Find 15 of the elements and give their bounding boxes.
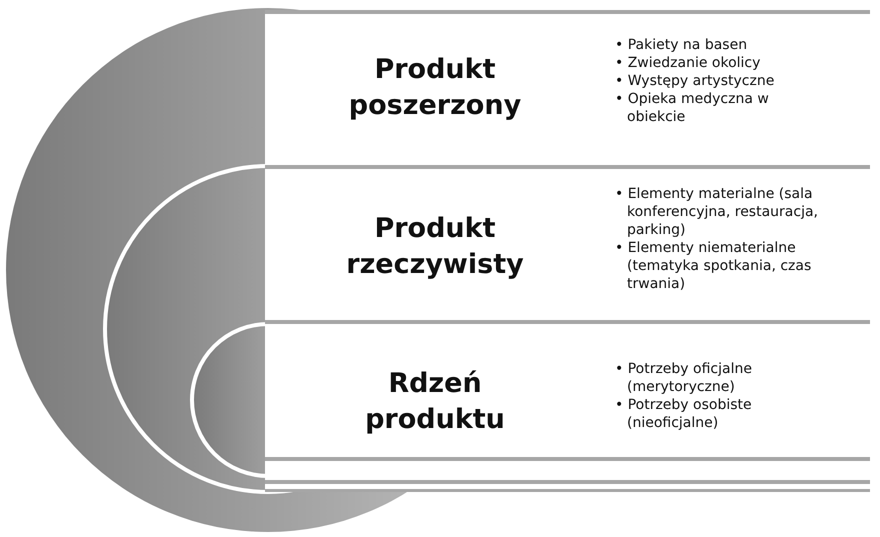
band-heading: Produkt rzeczywisty bbox=[345, 212, 525, 282]
empty-band bbox=[265, 480, 870, 492]
text-band bbox=[265, 320, 870, 457]
bullet-item: • Potrzeby osobiste (nieoficjalne) bbox=[615, 396, 753, 432]
bullet-item: • Występy artystyczne bbox=[615, 72, 776, 90]
bullet-item: • Elementy materialne (sala konferencyjna, restauracja, parking) bbox=[615, 185, 819, 239]
bullet-item: • Opieka medyczna w obiekcie bbox=[615, 90, 770, 126]
text-band bbox=[265, 10, 870, 167]
band-heading: Produkt poszerzony bbox=[348, 53, 522, 123]
bullet-item: • Elementy niematerialne (tematyka spotkania, czas trwania) bbox=[615, 239, 812, 293]
bullet-item: • Potrzeby oficjalne (merytoryczne) bbox=[615, 360, 753, 396]
bullet-item: • Pakiety na basen bbox=[615, 36, 748, 54]
empty-band bbox=[265, 457, 870, 480]
band-heading: Rdzeń produktu bbox=[364, 367, 506, 437]
bullet-item: • Zwiedzanie okolicy bbox=[615, 54, 762, 72]
